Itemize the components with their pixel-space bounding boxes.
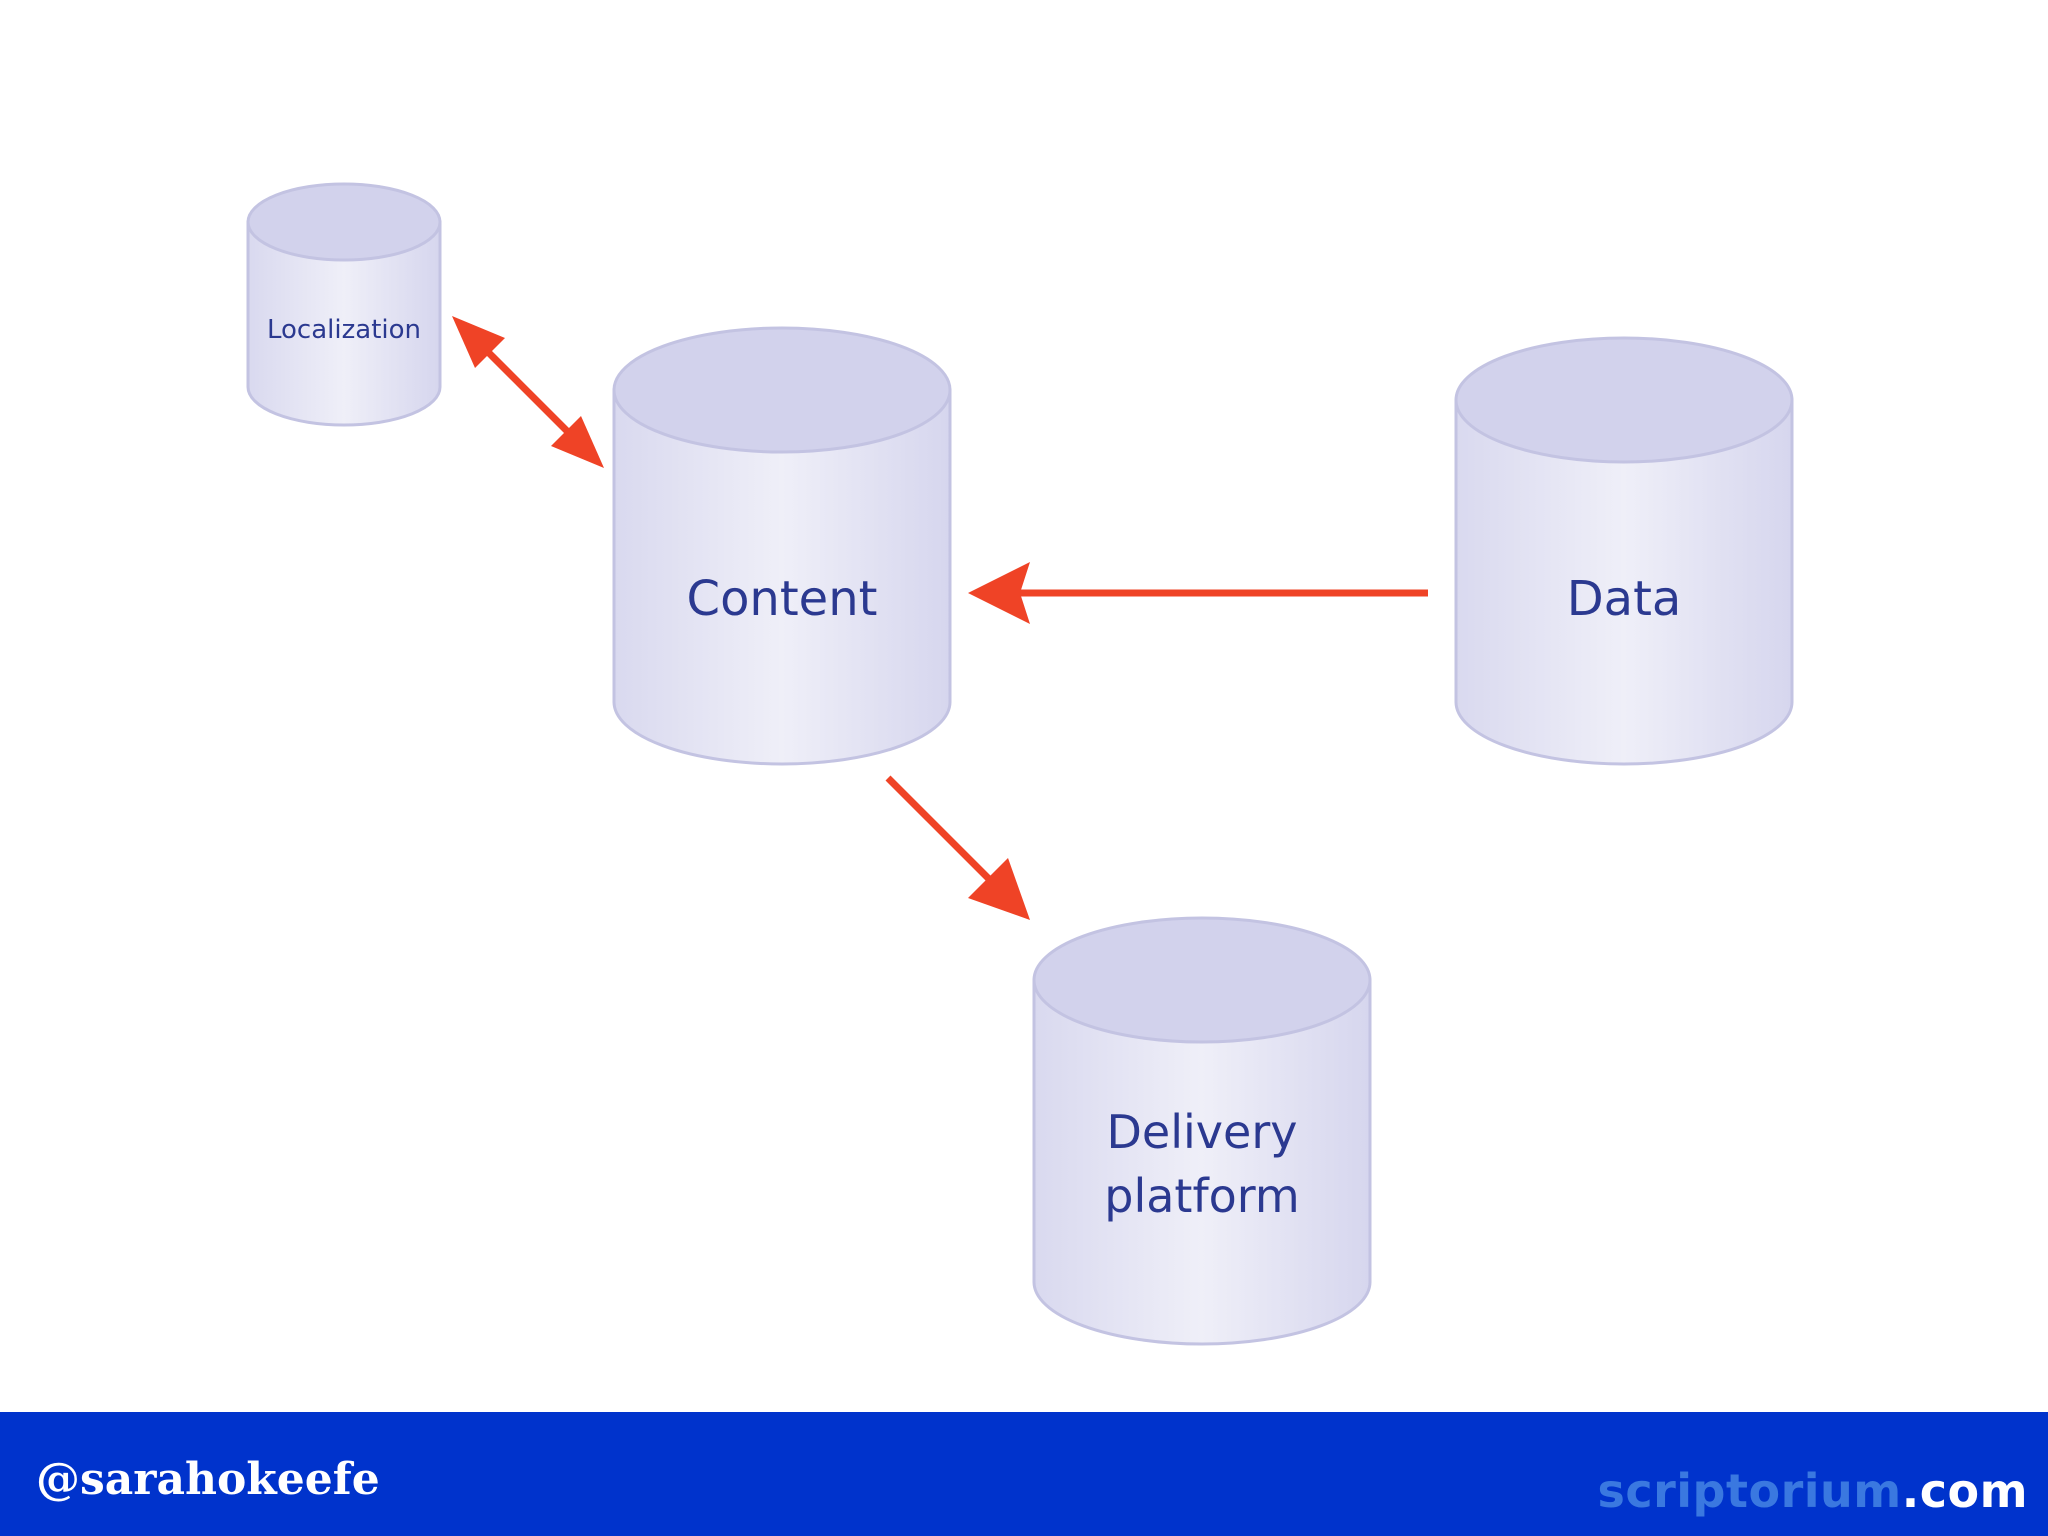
footer-bar (0, 1412, 2048, 1536)
brand-domain-suffix: .com (1901, 1464, 2028, 1518)
data-label: Data (1567, 571, 1682, 627)
cylinder-content: Content (612, 326, 952, 766)
arrow-data-content (968, 562, 1428, 624)
brand-logo: scriptorium.com (1597, 1468, 2028, 1514)
delivery-label-line-2: platform (1104, 1169, 1299, 1223)
delivery-label-line-1: Delivery (1107, 1105, 1298, 1159)
twitter-handle: @sarahokeefe (36, 1454, 380, 1505)
brand-name: scriptorium (1597, 1464, 1902, 1518)
cylinder-localization: Localization (246, 182, 442, 427)
architecture-diagram: Localization Content Data Delivery platf… (246, 182, 1794, 1346)
cylinder-data: Data (1454, 336, 1794, 766)
cylinder-delivery-platform: Delivery platform (1032, 916, 1372, 1346)
arrow-content-delivery (885, 775, 1030, 920)
content-label: Content (687, 571, 878, 627)
arrow-localization-content (452, 316, 604, 468)
localization-label: Localization (267, 315, 421, 345)
